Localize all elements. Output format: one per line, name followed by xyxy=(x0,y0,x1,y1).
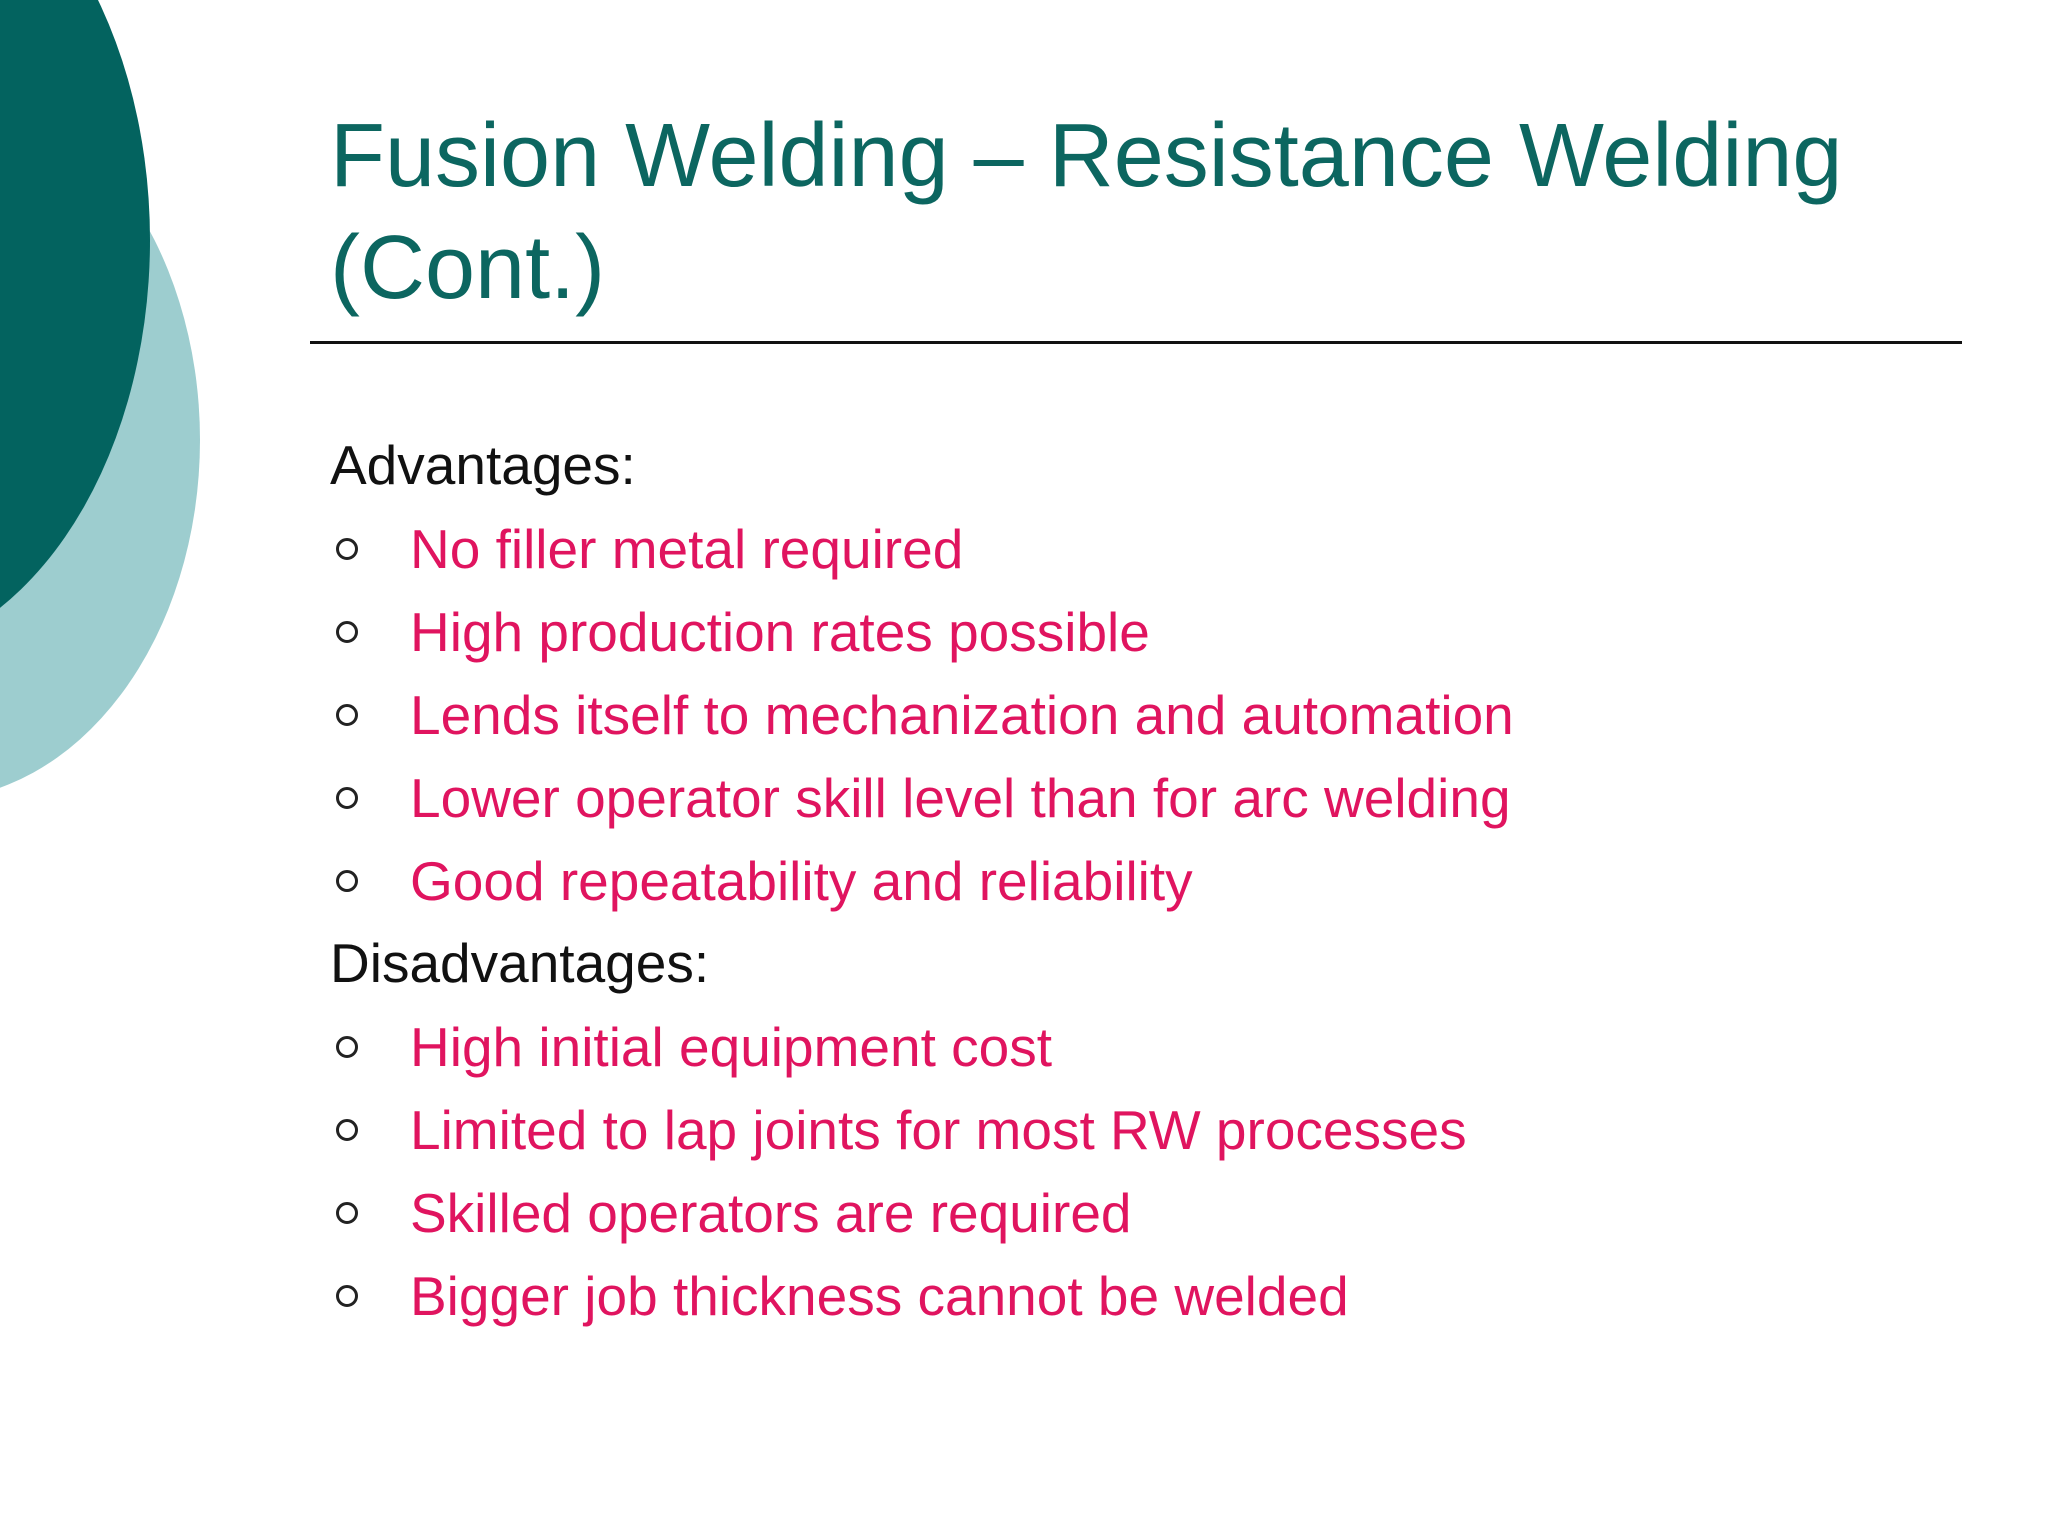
circle-bullet-icon xyxy=(336,537,358,560)
list-item: High initial equipment cost xyxy=(330,1005,1990,1088)
list-item-text: High production rates possible xyxy=(410,600,1150,663)
disadvantages-heading: Disadvantages: xyxy=(330,932,710,994)
circle-bullet-icon xyxy=(336,1035,358,1058)
list-item-text: Good repeatability and reliability xyxy=(410,849,1193,912)
circle-bullet-icon xyxy=(336,786,358,809)
list-item-text: No filler metal required xyxy=(410,517,964,580)
list-item-text: High initial equipment cost xyxy=(410,1015,1053,1078)
circle-bullet-icon xyxy=(336,1284,358,1307)
list-item: Lends itself to mechanization and automa… xyxy=(330,673,1990,756)
advantages-heading: Advantages: xyxy=(330,434,636,496)
circle-bullet-icon xyxy=(336,620,358,643)
list-item-text: Bigger job thickness cannot be welded xyxy=(410,1264,1349,1327)
circle-bullet-icon xyxy=(336,703,358,726)
title-line-1: Fusion Welding – Resistance Welding xyxy=(330,106,1843,206)
list-item: Bigger job thickness cannot be welded xyxy=(330,1254,1990,1337)
circle-bullet-icon xyxy=(336,1118,358,1141)
list-item: Skilled operators are required xyxy=(330,1171,1990,1254)
slide-content: Advantages: No filler metal required Hig… xyxy=(330,424,1990,1337)
list-item: No filler metal required xyxy=(330,507,1990,590)
title-divider xyxy=(310,341,1962,344)
list-item-text: Lends itself to mechanization and automa… xyxy=(410,683,1514,746)
title-line-2: (Cont.) xyxy=(330,218,606,318)
list-item: Limited to lap joints for most RW proces… xyxy=(330,1088,1990,1171)
circle-bullet-icon xyxy=(336,1201,358,1224)
list-item: High production rates possible xyxy=(330,590,1990,673)
list-item-text: Lower operator skill level than for arc … xyxy=(410,766,1511,829)
slide-title: Fusion Welding – Resistance Welding (Con… xyxy=(330,100,1970,324)
circle-bullet-icon xyxy=(336,869,358,892)
list-item-text: Skilled operators are required xyxy=(410,1181,1132,1244)
list-item: Lower operator skill level than for arc … xyxy=(330,756,1990,839)
list-item-text: Limited to lap joints for most RW proces… xyxy=(410,1098,1467,1161)
list-item: Good repeatability and reliability xyxy=(330,839,1990,922)
